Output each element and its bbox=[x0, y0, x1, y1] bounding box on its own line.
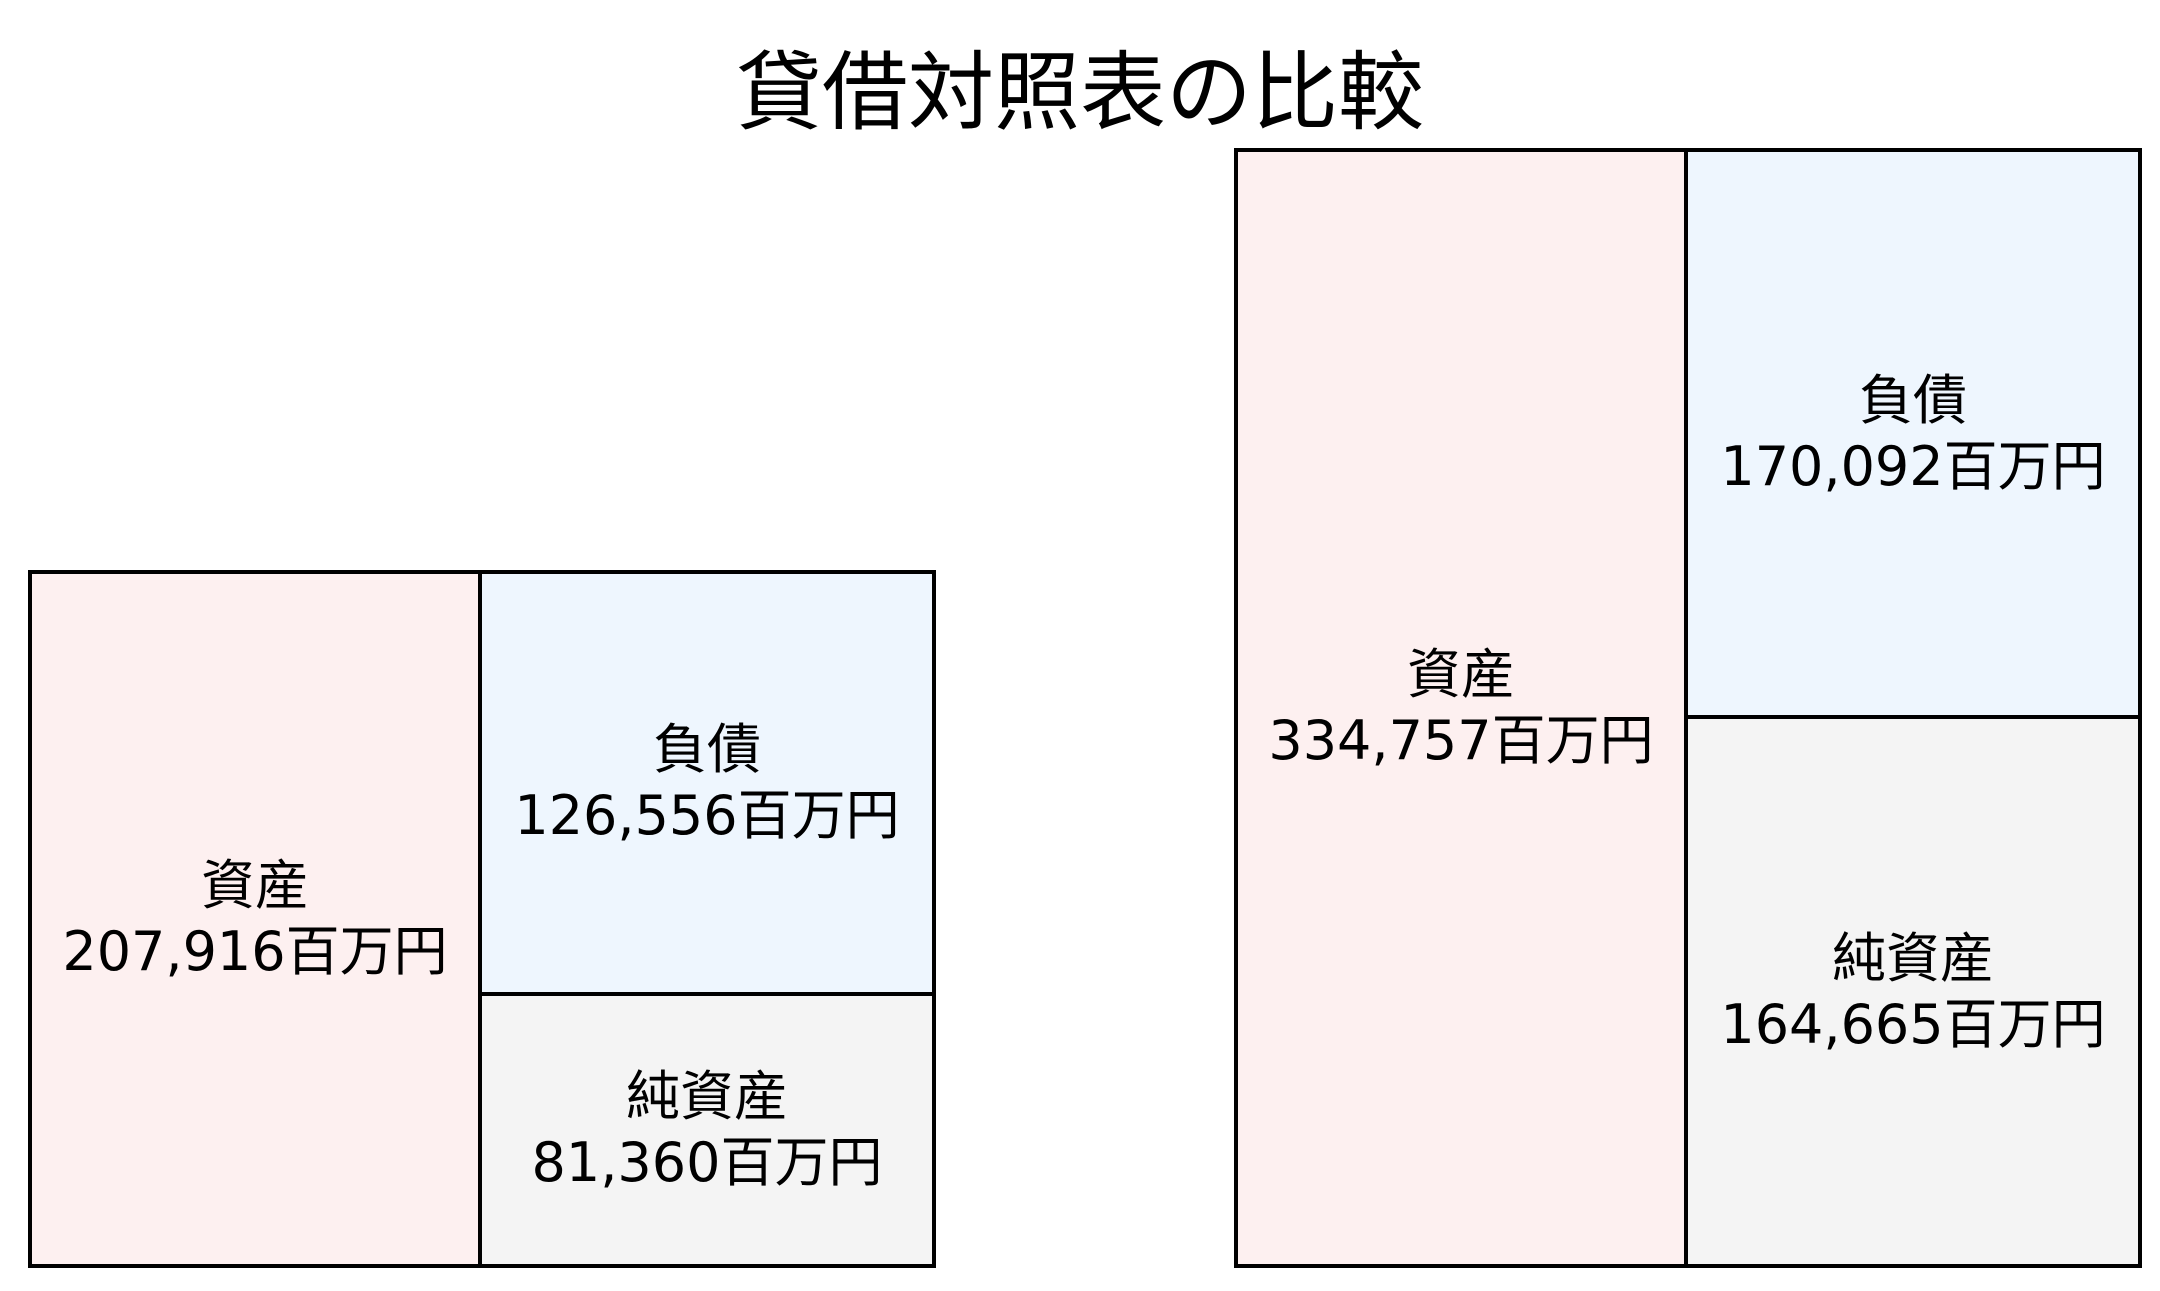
equity-amount: 81,360百万円 bbox=[531, 1131, 883, 1194]
assets-label: 資産 bbox=[1407, 643, 1515, 706]
liabilities-label: 負債 bbox=[1859, 368, 1967, 432]
liabilities-box: 負債 170,092百万円 bbox=[1684, 148, 2142, 719]
assets-label: 資産 bbox=[201, 854, 309, 917]
liabilities-amount: 126,556百万円 bbox=[514, 784, 900, 847]
assets-box: 資産 207,916百万円 bbox=[28, 570, 482, 1268]
liabilities-box: 負債 126,556百万円 bbox=[478, 570, 936, 996]
assets-box: 資産 334,757百万円 bbox=[1234, 148, 1688, 1268]
equity-amount: 164,665百万円 bbox=[1720, 992, 2106, 1056]
equity-label: 純資産 bbox=[1832, 926, 1994, 990]
balance-sheet-left: 資産 207,916百万円 負債 126,556百万円 純資産 81,360百万… bbox=[28, 570, 936, 1268]
liabilities-label: 負債 bbox=[653, 718, 761, 781]
chart-title: 貸借対照表の比較 bbox=[736, 43, 1424, 143]
equity-box: 純資産 164,665百万円 bbox=[1684, 715, 2142, 1268]
assets-amount: 334,757百万円 bbox=[1268, 709, 1654, 772]
assets-amount: 207,916百万円 bbox=[62, 920, 448, 983]
liabilities-amount: 170,092百万円 bbox=[1720, 434, 2106, 498]
equity-box: 純資産 81,360百万円 bbox=[478, 992, 936, 1268]
equity-label: 純資産 bbox=[626, 1065, 788, 1128]
balance-sheet-right: 資産 334,757百万円 負債 170,092百万円 純資産 164,665百… bbox=[1234, 148, 2142, 1268]
